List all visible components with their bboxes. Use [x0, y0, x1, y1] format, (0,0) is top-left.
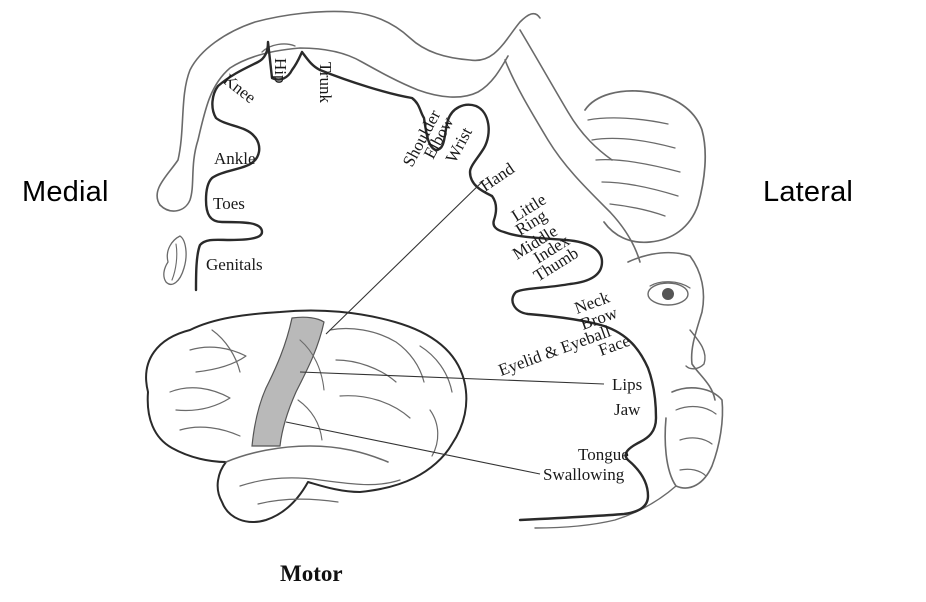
label-ankle: Ankle: [214, 149, 256, 168]
motor-strip: [251, 316, 325, 447]
medial-label: Medial: [22, 176, 109, 208]
cortex-contour: [194, 40, 658, 522]
body-part-labels: Hip Trunk Knee Ankle Toes Genitals Shoul…: [206, 58, 642, 484]
label-genitals: Genitals: [206, 255, 263, 274]
lateral-label: Lateral: [763, 176, 854, 208]
label-lips: Lips: [612, 375, 642, 394]
label-swallowing: Swallowing: [543, 465, 625, 484]
diagram-caption: Motor: [280, 561, 343, 586]
label-trunk: Trunk: [316, 62, 335, 103]
label-jaw: Jaw: [614, 400, 641, 419]
label-toes: Toes: [213, 194, 245, 213]
leader-lines: [285, 179, 605, 475]
label-eyelid-eyeball: Eyelid & Eyeball: [496, 321, 614, 379]
brain-lateral-view: [145, 309, 468, 523]
label-knee: Knee: [220, 70, 260, 107]
label-tongue: Tongue: [578, 445, 629, 464]
homunculus-body: [156, 10, 724, 529]
label-hip: Hip: [271, 58, 290, 84]
label-hand: Hand: [477, 159, 519, 196]
